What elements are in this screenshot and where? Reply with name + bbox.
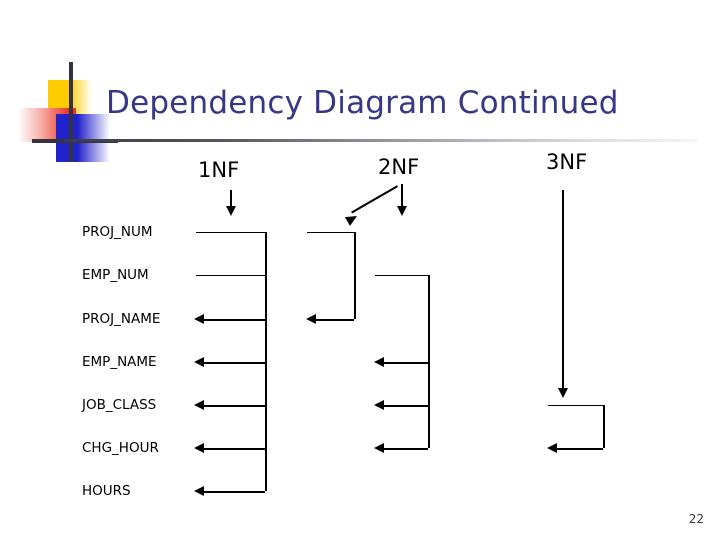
1nf-dependent-line-proj-name [204, 319, 265, 321]
attribute-label-emp-num: EMP_NUM [82, 267, 149, 283]
3nf-dependent-line-chg-hour [557, 448, 603, 450]
1nf-dependent-line-emp-name [204, 362, 265, 364]
1nf-dependent-line-chg-hour [204, 448, 265, 450]
2nf-left-pointer-arrowhead-icon [344, 211, 360, 226]
1nf-arrowhead-hours-icon [194, 486, 204, 496]
attribute-label-chg-hour: CHG_HOUR [82, 440, 159, 456]
2nf-left-determinant-line-proj-num [307, 232, 354, 233]
2nf-right-dependent-line-emp-name [384, 362, 428, 364]
1nf-dependent-line-job-class [204, 405, 265, 407]
attribute-label-job-class: JOB_CLASS [82, 397, 157, 413]
2nf-right-arrowhead-emp-name-icon [374, 357, 384, 367]
2nf-right-dependent-line-job-class [384, 405, 428, 407]
2nf-right-spine [428, 275, 430, 448]
attribute-label-proj-num: PROJ_NUM [82, 224, 153, 240]
attribute-label-hours: HOURS [82, 483, 131, 499]
1nf-dependent-line-hours [204, 491, 265, 493]
1nf-arrowhead-chg-hour-icon [194, 443, 204, 453]
1nf-determinant-line-emp-num [196, 275, 265, 276]
attribute-label-proj-name: PROJ_NAME [82, 311, 161, 327]
2nf-left-arrowhead-proj-name-icon [306, 314, 316, 324]
column-heading-3nf: 3NF [546, 150, 588, 174]
slide-title: Dependency Diagram Continued [106, 85, 619, 121]
2nf-right-arrowhead-chg-hour-icon [374, 443, 384, 453]
title-divider [64, 139, 698, 142]
2nf-right-pointer-arrowhead-icon [397, 206, 407, 216]
1nf-pointer-shaft [230, 190, 232, 208]
1nf-pointer-arrowhead-icon [226, 206, 236, 216]
1nf-arrowhead-emp-name-icon [194, 357, 204, 367]
1nf-determinant-line-proj-num [196, 232, 265, 233]
3nf-arrowhead-chg-hour-icon [547, 443, 557, 453]
1nf-arrowhead-job-class-icon [194, 400, 204, 410]
powerpoint-design-logo [18, 62, 118, 162]
2nf-left-pointer-shaft [351, 185, 398, 214]
1nf-arrowhead-proj-name-icon [194, 314, 204, 324]
2nf-right-determinant-line-emp-num [375, 275, 428, 276]
3nf-pointer-shaft [562, 190, 564, 390]
3nf-determinant-line-job-class [548, 405, 603, 406]
vertical-rule [69, 62, 73, 162]
column-heading-1nf: 1NF [198, 158, 240, 182]
column-heading-2nf: 2NF [378, 155, 420, 179]
3nf-spine [603, 405, 605, 448]
3nf-pointer-arrowhead-icon [558, 388, 568, 398]
1nf-spine [265, 232, 267, 491]
blue-square [56, 114, 110, 162]
2nf-right-arrowhead-job-class-icon [374, 400, 384, 410]
2nf-left-dependent-line-proj-name [316, 319, 354, 321]
page-number: 22 [688, 512, 704, 526]
2nf-left-spine [354, 232, 356, 319]
2nf-right-pointer-shaft [401, 184, 403, 208]
2nf-right-dependent-line-chg-hour [384, 448, 428, 450]
attribute-label-emp-name: EMP_NAME [82, 354, 157, 370]
